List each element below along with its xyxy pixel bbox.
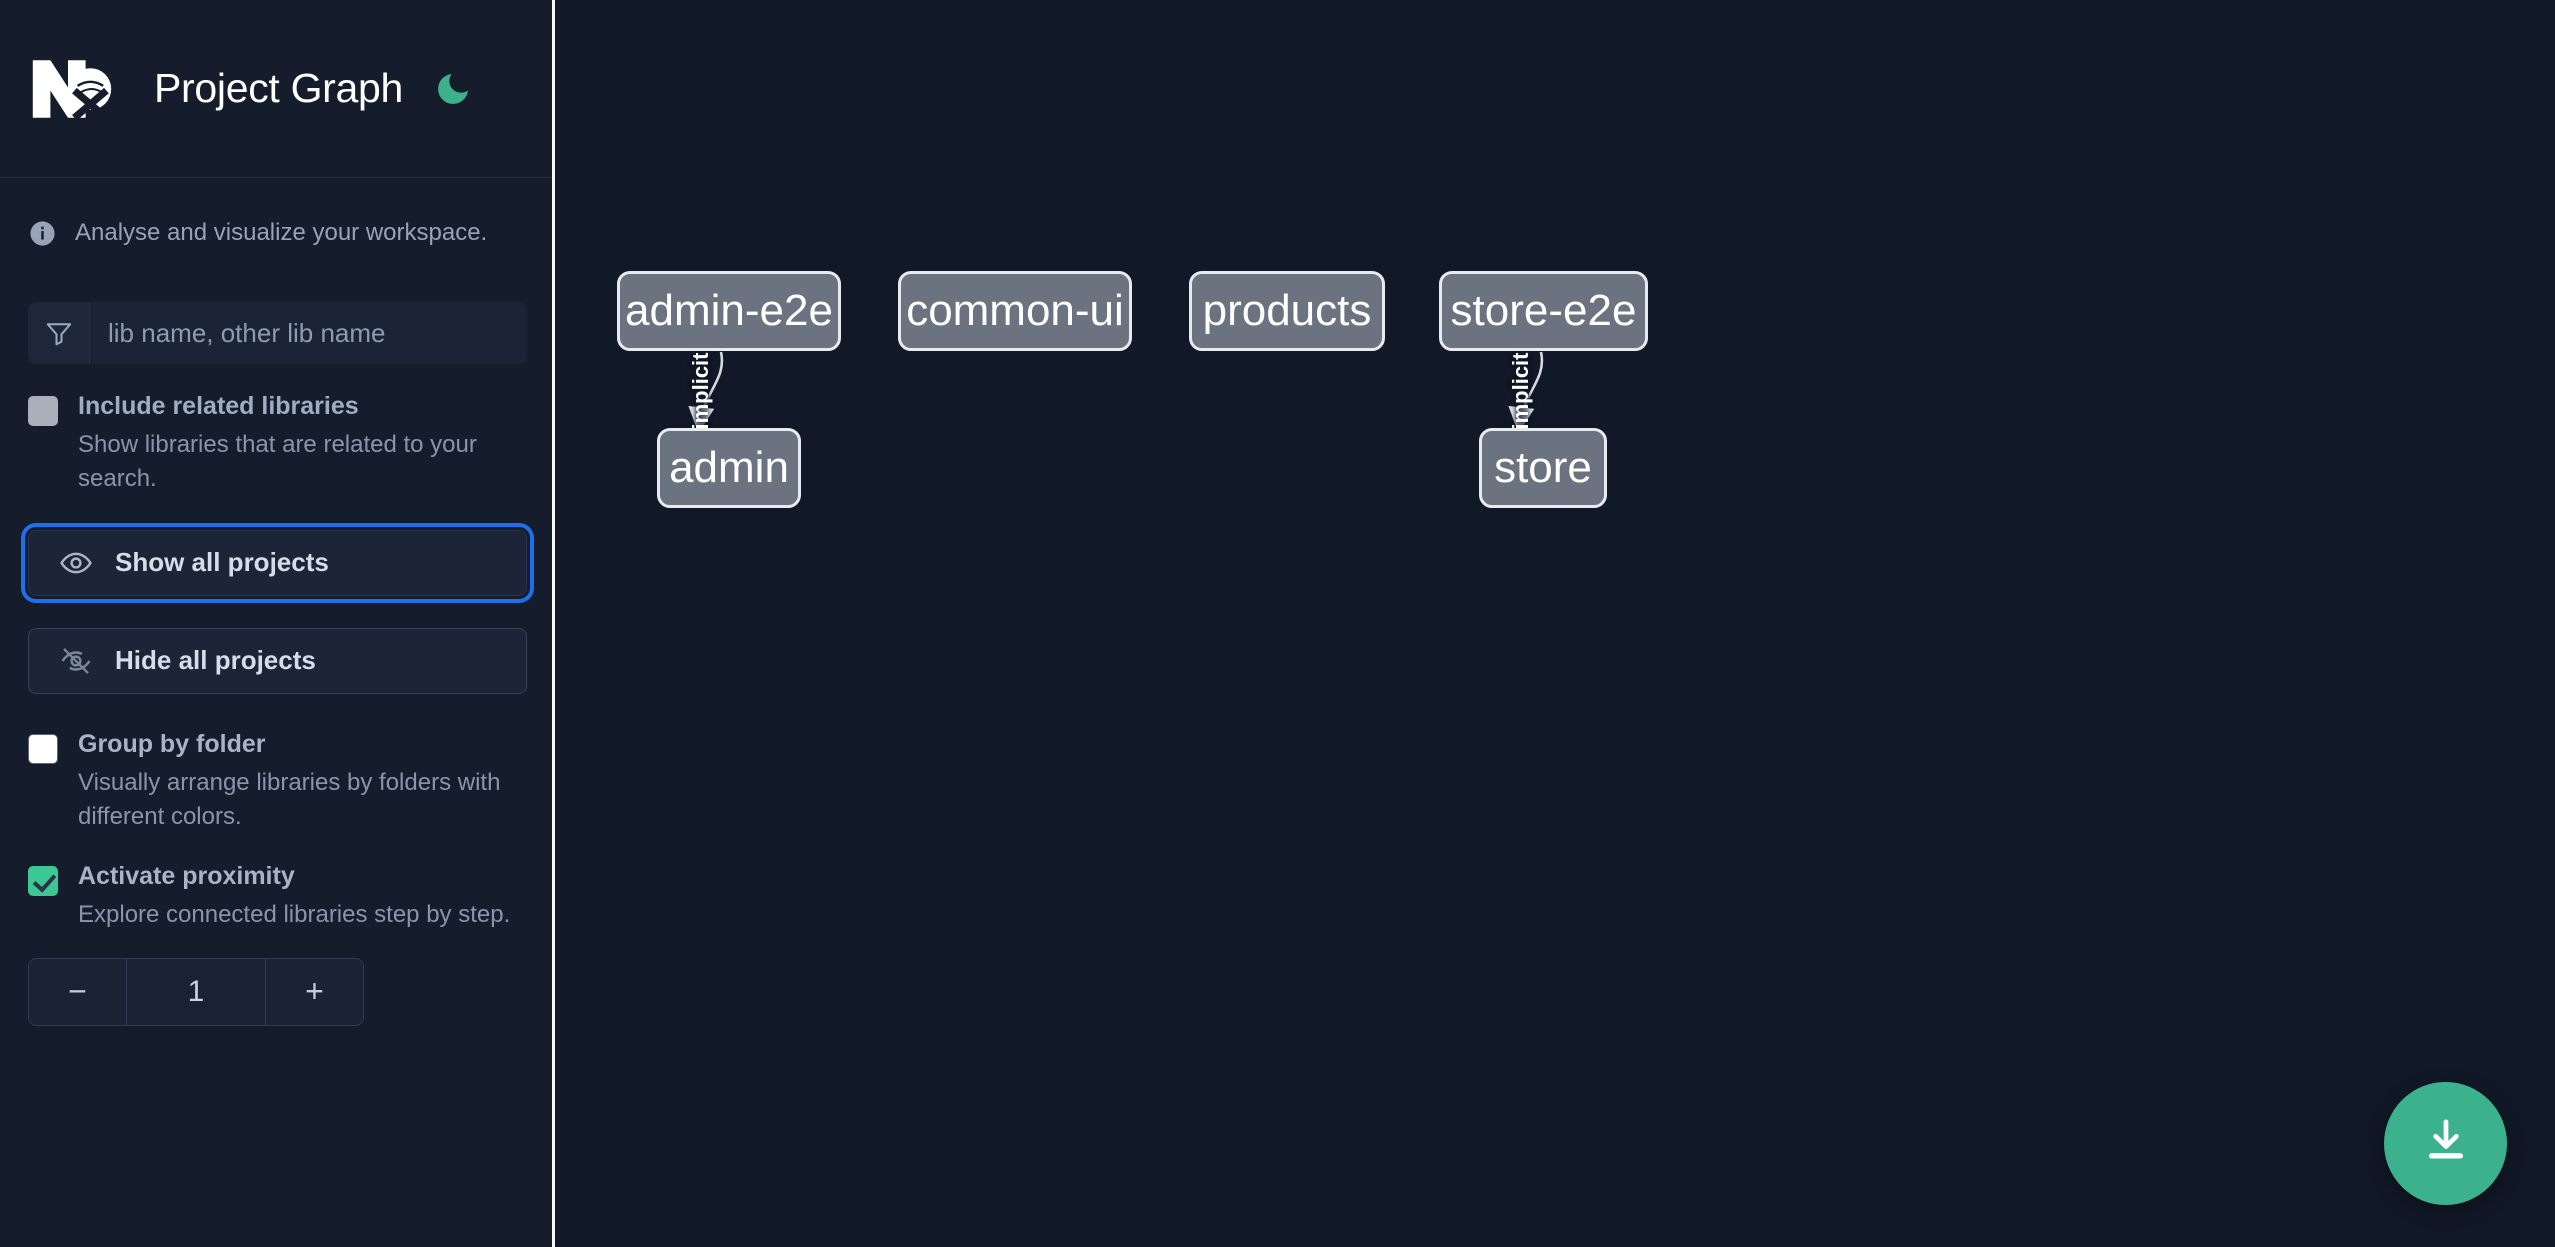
hide-all-projects-label: Hide all projects xyxy=(115,645,316,676)
graph-canvas[interactable]: implicit implicit admin-e2e common-ui pr… xyxy=(555,0,2555,1247)
graph-node-admin[interactable]: admin xyxy=(657,428,801,508)
sidebar-scrollbar-track[interactable] xyxy=(552,0,555,1247)
option-include-related-libraries[interactable]: Include related libraries Show libraries… xyxy=(0,390,555,496)
option-description-include-related-libraries: Show libraries that are related to your … xyxy=(78,430,477,492)
filter-box[interactable] xyxy=(28,302,527,364)
graph-node-store-e2e[interactable]: store-e2e xyxy=(1439,271,1648,351)
edge-label-admin-e2e-to-admin: implicit xyxy=(688,352,713,430)
sidebar-header: Project Graph xyxy=(0,0,555,178)
show-all-projects-wrap: Show all projects xyxy=(0,522,555,603)
show-all-projects-button[interactable]: Show all projects xyxy=(21,522,534,603)
option-label-activate-proximity: Activate proximity xyxy=(78,861,295,890)
hide-all-projects-button[interactable]: Hide all projects xyxy=(28,627,527,694)
checkbox-group-by-folder[interactable] xyxy=(28,733,58,764)
graph-edges xyxy=(688,351,1544,434)
search-input[interactable] xyxy=(90,302,527,364)
filter-funnel-icon xyxy=(28,302,90,364)
checkbox-activate-proximity[interactable] xyxy=(28,865,58,896)
option-description-activate-proximity: Explore connected libraries step by step… xyxy=(78,900,511,928)
stepper-increment-button[interactable]: + xyxy=(265,958,363,1025)
eye-off-icon xyxy=(59,644,93,678)
info-icon xyxy=(28,219,57,248)
option-group-by-folder[interactable]: Group by folder Visually arrange librari… xyxy=(0,728,555,834)
proximity-stepper-wrap: − 1 + xyxy=(0,957,555,1026)
hide-all-projects-wrap: Hide all projects xyxy=(0,627,555,694)
option-label-group-by-folder: Group by folder xyxy=(78,729,266,758)
show-all-projects-label: Show all projects xyxy=(115,547,329,578)
tagline-text: Analyse and visualize your workspace. xyxy=(75,219,488,246)
filter-section xyxy=(0,302,555,364)
tagline: Analyse and visualize your workspace. xyxy=(0,178,555,288)
stepper-value: 1 xyxy=(127,958,265,1025)
nx-logo-icon xyxy=(28,57,124,121)
edge-label-store-e2e-to-store: implicit xyxy=(1508,352,1533,430)
option-activate-proximity[interactable]: Activate proximity Explore connected lib… xyxy=(0,860,555,932)
eye-icon xyxy=(59,546,93,580)
graph-node-products[interactable]: products xyxy=(1189,271,1385,351)
stepper-decrement-button[interactable]: − xyxy=(29,958,127,1025)
download-icon xyxy=(2419,1114,2473,1173)
download-graph-button[interactable] xyxy=(2384,1082,2507,1205)
graph-node-common-ui[interactable]: common-ui xyxy=(898,271,1132,351)
option-label-include-related-libraries: Include related libraries xyxy=(78,392,359,420)
option-description-group-by-folder: Visually arrange libraries by folders wi… xyxy=(78,768,501,830)
graph-node-admin-e2e[interactable]: admin-e2e xyxy=(617,271,841,351)
checkbox-include-related-libraries[interactable] xyxy=(28,396,58,426)
graph-node-store[interactable]: store xyxy=(1479,428,1607,508)
proximity-stepper: − 1 + xyxy=(28,957,364,1026)
moon-icon[interactable] xyxy=(431,67,475,111)
sidebar: Project Graph Analyse and visualize your… xyxy=(0,0,555,1247)
page-title: Project Graph xyxy=(154,65,404,111)
